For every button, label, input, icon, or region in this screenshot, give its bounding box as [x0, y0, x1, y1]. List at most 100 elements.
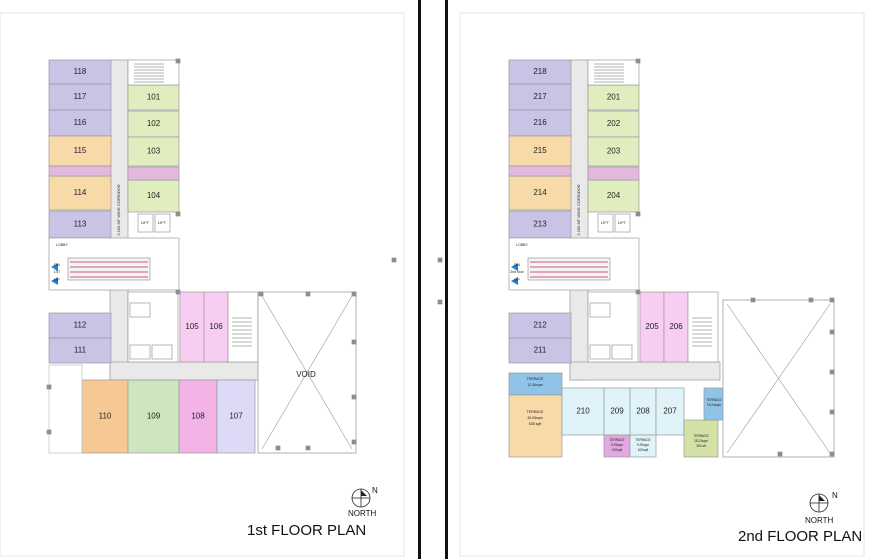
unit-label: 210: [576, 407, 590, 416]
unit-room: [48, 175, 112, 211]
unit-label: 212: [533, 321, 547, 330]
lift-box: [589, 344, 611, 360]
column-marker: [829, 297, 835, 303]
unit-label: 206: [669, 322, 683, 331]
corridor-base: [569, 361, 721, 381]
unit-label: 118: [74, 67, 87, 76]
unit-label: 106: [209, 322, 223, 331]
terrace-label: TERRACE: [527, 410, 544, 414]
column-marker: [829, 369, 835, 375]
lift-box: [597, 213, 614, 233]
unit-label: 205: [645, 322, 659, 331]
terrace-label: 49.05sqm: [527, 416, 542, 420]
unit-room: [587, 84, 640, 111]
column-marker: [635, 58, 641, 64]
unit-label: 112: [74, 321, 87, 330]
north-letter: N: [832, 491, 838, 500]
unit-label: 105: [185, 322, 199, 331]
unit-room: [508, 337, 572, 364]
unit-room: [508, 83, 572, 111]
unit-label: 113: [74, 220, 87, 229]
terrace-label: 304 sft: [696, 444, 706, 448]
stair-block: [687, 291, 719, 363]
up-arrow-icon: [511, 277, 518, 285]
terrace: [629, 434, 657, 458]
unit-room: [655, 387, 685, 436]
second-floor-title: 2nd FLOOR PLAN: [738, 528, 863, 545]
lift-label: LIFT: [158, 220, 167, 225]
terrace-label: TERRACE: [706, 398, 721, 402]
up-label: UP: [514, 277, 520, 282]
floor-tag: 2nd floor: [510, 270, 524, 274]
down-arrow-icon: [51, 263, 58, 271]
unit-room: [48, 337, 112, 364]
compass-icon: [351, 488, 371, 508]
column-marker: [351, 339, 357, 345]
terrace: [508, 394, 563, 458]
lift-box: [154, 213, 171, 233]
north-label: NORTH: [348, 509, 377, 518]
corridor-label: 2.150 MT WIDE CORRIDOR: [116, 184, 121, 235]
up-label: UP: [54, 277, 60, 282]
unit-room: [127, 379, 180, 454]
lift-box: [589, 302, 611, 318]
unit-room: [508, 175, 572, 211]
unit-label: 109: [147, 412, 161, 421]
dn-label: DN: [54, 262, 60, 267]
void-label: VOID: [296, 370, 316, 379]
panel-divider: [445, 0, 448, 559]
lift-box: [137, 213, 154, 233]
unit-label: 203: [607, 147, 621, 156]
unit-label: 208: [636, 407, 650, 416]
column-marker: [258, 291, 264, 297]
unit-room: [561, 387, 605, 436]
unit-label: 116: [74, 118, 87, 127]
lift-label: LIFT: [618, 220, 627, 225]
unit-room: [508, 109, 572, 137]
unit-label: 218: [533, 67, 547, 76]
utility-strip: [587, 166, 640, 181]
lift-box: [611, 344, 633, 360]
terrace-label: 12.36sqm: [527, 383, 542, 387]
lift-label: LIFT: [141, 220, 150, 225]
up-arrow-icon: [51, 277, 58, 285]
column-marker: [391, 257, 397, 263]
unit-room: [48, 135, 112, 167]
unit-room: [127, 110, 180, 138]
unit-label: 204: [607, 191, 621, 200]
lift-label: LIFT: [601, 220, 610, 225]
unit-label: 215: [533, 146, 547, 155]
unit-label: 216: [533, 118, 547, 127]
escalator-box: [67, 257, 151, 281]
terrace-label: 100sqft: [638, 448, 649, 452]
column-marker: [351, 439, 357, 445]
terrace-label: TERRACE: [609, 438, 624, 442]
unit-label: 211: [534, 346, 547, 355]
unit-room: [587, 136, 640, 167]
unit-room: [663, 291, 689, 363]
unit-room: [127, 84, 180, 111]
unit-label: 214: [533, 188, 547, 197]
unit-label: 207: [663, 407, 677, 416]
unit-room: [48, 83, 112, 111]
unit-label: 108: [191, 412, 205, 421]
column-marker: [305, 445, 311, 451]
first-floor-title: 1st FLOOR PLAN: [247, 522, 367, 539]
unit-label: 103: [147, 147, 161, 156]
terrace-label: 528 sqft: [529, 422, 541, 426]
column-marker: [46, 429, 52, 435]
unit-room: [639, 291, 665, 363]
column-marker: [829, 409, 835, 415]
unit-label: 217: [533, 92, 547, 101]
down-arrow-icon: [511, 263, 518, 271]
unit-room: [48, 210, 112, 239]
north-letter: N: [372, 486, 378, 495]
terrace-label: TERRACE: [635, 438, 650, 442]
terrace-label: 15.24sqm: [707, 403, 721, 407]
column-marker: [635, 289, 641, 295]
lift-box: [614, 213, 631, 233]
lift-box: [129, 344, 151, 360]
column-marker: [437, 257, 443, 263]
unit-label: 117: [74, 92, 87, 101]
